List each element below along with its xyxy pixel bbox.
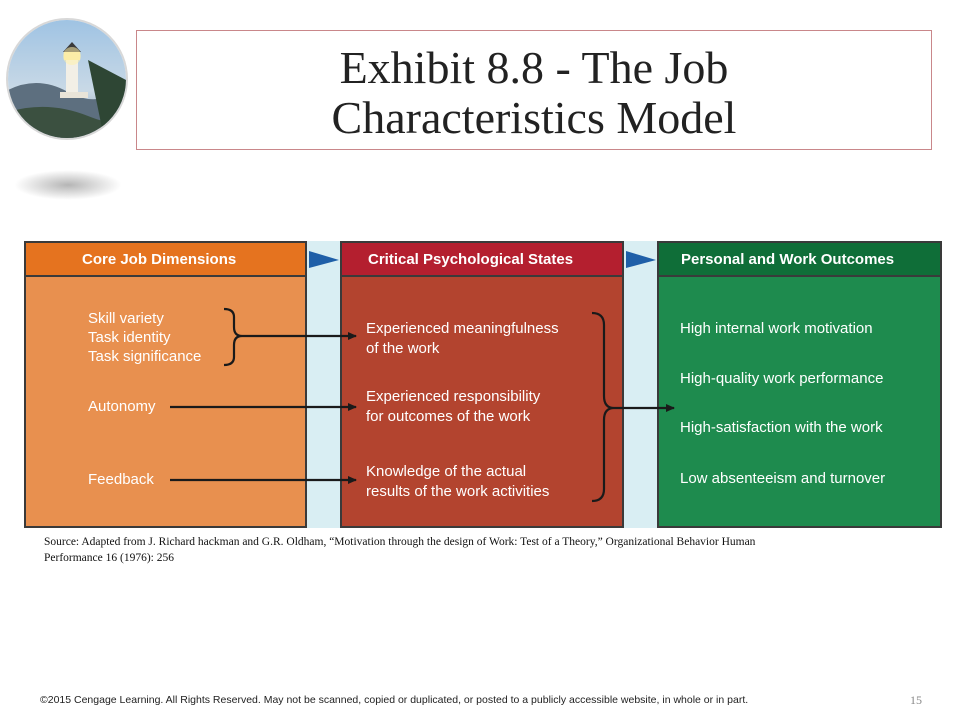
slide-title-box: Exhibit 8.8 - The Job Characteristics Mo… bbox=[136, 30, 932, 150]
source-citation: Source: Adapted from J. Richard hackman … bbox=[44, 534, 904, 566]
state-meaningfulness-line-2: of the work bbox=[366, 340, 440, 357]
state-meaningfulness-line-1: Experienced meaningfulness bbox=[366, 320, 559, 337]
header-arrow-2 bbox=[626, 251, 656, 268]
logo-shadow bbox=[14, 170, 122, 200]
personal-work-outcomes-column: Personal and Work Outcomes bbox=[657, 241, 942, 528]
outcome-absenteeism: Low absenteeism and turnover bbox=[680, 470, 886, 487]
personal-work-outcomes-header: Personal and Work Outcomes bbox=[659, 243, 940, 277]
dimension-autonomy: Autonomy bbox=[88, 398, 156, 415]
dimension-skill-variety: Skill variety bbox=[88, 310, 164, 327]
outcome-motivation: High internal work motivation bbox=[680, 320, 873, 337]
state-responsibility-line-1: Experienced responsibility bbox=[366, 388, 541, 405]
core-job-dimensions-header: Core Job Dimensions bbox=[26, 243, 305, 277]
outcome-performance: High-quality work performance bbox=[680, 370, 884, 387]
state-knowledge-line-1: Knowledge of the actual bbox=[366, 463, 527, 480]
source-line-1: Source: Adapted from J. Richard hackman … bbox=[44, 536, 756, 548]
title-line-2: Characteristics Model bbox=[331, 92, 737, 143]
copyright-footer: ©2015 Cengage Learning. All Rights Reser… bbox=[40, 694, 749, 706]
dimension-feedback: Feedback bbox=[88, 471, 154, 488]
state-responsibility-line-2: for outcomes of the work bbox=[366, 408, 531, 425]
header-arrow-1 bbox=[309, 251, 339, 268]
dimension-task-identity: Task identity bbox=[88, 329, 171, 346]
core-job-dimensions-column: Core Job Dimensions bbox=[24, 241, 307, 528]
page-number: 15 bbox=[910, 693, 922, 707]
dimension-task-significance: Task significance bbox=[88, 348, 202, 365]
source-line-2: Performance 16 (1976): 256 bbox=[44, 552, 174, 564]
critical-psychological-states-header: Critical Psychological States bbox=[342, 243, 622, 277]
state-knowledge-line-2: results of the work activities bbox=[366, 483, 550, 500]
job-characteristics-diagram: Core Job Dimensions Critical Psychologic… bbox=[24, 241, 942, 528]
outcome-satisfaction: High-satisfaction with the work bbox=[680, 419, 883, 436]
lighthouse-logo bbox=[8, 20, 126, 138]
slide-title: Exhibit 8.8 - The Job Characteristics Mo… bbox=[137, 31, 931, 143]
critical-psychological-states-column: Critical Psychological States bbox=[340, 241, 624, 528]
title-line-1: Exhibit 8.8 - The Job bbox=[339, 42, 729, 93]
